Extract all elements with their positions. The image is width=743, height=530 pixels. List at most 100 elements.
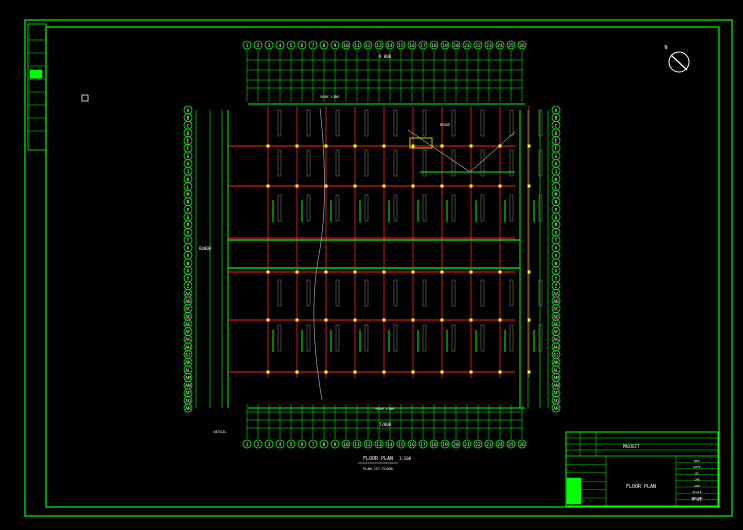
window-slot <box>422 324 427 352</box>
grid-bubble-right-label: Q <box>555 215 558 221</box>
grid-bubble-bottom-label: 12 <box>365 442 371 448</box>
grid-bubble-bottom <box>319 439 329 449</box>
grid-bubble-left-label: M <box>187 192 190 198</box>
grid-bubble-bottom-label: 17 <box>420 442 426 448</box>
grid-bubble-bottom-label: 2 <box>257 442 260 448</box>
column-marker <box>498 270 502 274</box>
column-marker <box>353 144 357 148</box>
grid-bubble-bottom-label: 1 <box>246 442 249 448</box>
grid-bubble-right-label: AP <box>553 391 559 397</box>
grid-bubble-top-label: 21 <box>464 43 470 49</box>
window-slot <box>393 279 398 307</box>
grid-bubble-bottom <box>297 439 307 449</box>
grid-bubble-top <box>396 40 406 50</box>
grid-bubble-bottom-label: 19 <box>442 442 448 448</box>
grid-bubble-left-label: E <box>187 139 190 145</box>
title-block-sheet-title: FLOOR PLAN <box>626 484 656 490</box>
column-marker <box>469 144 473 148</box>
window-slot <box>509 149 514 177</box>
grid-bubble-top <box>352 40 362 50</box>
window-slot <box>277 149 282 177</box>
grid-bubble-left-label: P <box>187 207 190 213</box>
grid-bubble-top <box>462 40 472 50</box>
grid-bubble-top-label: 1 <box>246 43 249 49</box>
grid-bubble-bottom <box>286 439 296 449</box>
window-slot <box>393 149 398 177</box>
grid-bubble-bottom <box>396 439 406 449</box>
window-slot <box>451 194 456 222</box>
grid-bubble-bottom <box>330 439 340 449</box>
column-marker <box>527 184 531 188</box>
grid-bubble-left-label: AG <box>185 337 191 343</box>
grid-bubble-right-label: W <box>555 261 558 267</box>
grid-bubble-left-label: X <box>187 268 190 274</box>
grid-bubble-right-label: AN <box>553 383 559 389</box>
top-note: ROOF LINE <box>321 95 340 99</box>
north-arrow-icon <box>668 51 690 73</box>
grid-bubble-top <box>484 40 494 50</box>
grid-bubble-bottom <box>484 439 494 449</box>
grid-bubble-left-label: F <box>187 146 190 152</box>
column-marker <box>498 318 502 322</box>
grid-bubble-left-label: U <box>187 246 190 252</box>
column-marker <box>324 370 328 374</box>
window-slot <box>306 109 311 137</box>
column-marker <box>469 370 473 374</box>
grid-bubble-right-label: S <box>555 230 558 236</box>
grid-bubble-left-label: T <box>187 238 190 244</box>
grid-bubble-right-label: M <box>555 192 558 198</box>
grid-bubble-left-label: AL <box>185 368 191 374</box>
column-marker <box>411 144 415 148</box>
window-slot <box>422 194 427 222</box>
window-slot <box>364 279 369 307</box>
grid-bubble-top <box>319 40 329 50</box>
grid-bubble-left-label: C <box>187 123 190 129</box>
grid-bubble-right-label: AA <box>553 291 559 297</box>
grid-bubble-top <box>495 40 505 50</box>
column-marker <box>382 184 386 188</box>
grid-bubble-left-label: B <box>187 116 190 122</box>
column-marker <box>295 370 299 374</box>
window-slot <box>306 324 311 352</box>
grid-bubble-top-label: 10 <box>343 43 349 49</box>
grid-bubble-bottom <box>462 439 472 449</box>
grid-bubble-bottom-label: 6 <box>301 442 304 448</box>
window-slot <box>277 109 282 137</box>
grid-bubble-bottom <box>308 439 318 449</box>
grid-bubble-left-label: N <box>187 200 190 206</box>
window-slot <box>480 149 485 177</box>
inner-border <box>45 26 720 508</box>
column-marker <box>469 318 473 322</box>
grid-bubble-top-label: 22 <box>475 43 481 49</box>
grid-bubble-right-label: T <box>555 238 558 244</box>
column-marker <box>266 144 270 148</box>
grid-bubble-left-label: R <box>187 223 190 229</box>
column-marker <box>353 370 357 374</box>
grid-bubble-right-label: AF <box>553 330 559 336</box>
grid-bubble-left-label: AF <box>185 330 191 336</box>
grid-bubble-top-label: 7 <box>312 43 315 49</box>
grid-bubble-bottom <box>275 439 285 449</box>
window-slot <box>509 194 514 222</box>
grid-bubble-top-label: 18 <box>431 43 437 49</box>
column-marker <box>295 318 299 322</box>
column-marker <box>324 184 328 188</box>
grid-bubble-right-label: A <box>555 108 558 114</box>
grid-bubble-bottom-label: 25 <box>508 442 514 448</box>
grid-bubble-left-label: Z <box>187 284 190 290</box>
column-marker <box>498 184 502 188</box>
grid-bubble-right-label: AL <box>553 368 559 374</box>
grid-bubble-top-label: 11 <box>354 43 360 49</box>
window-slot <box>538 324 543 352</box>
grid-bubble-right-label: H <box>555 161 558 167</box>
small-marker <box>81 94 89 102</box>
grid-bubble-left-label: V <box>187 253 190 259</box>
grid-bubble-bottom-label: 4 <box>279 442 282 448</box>
grid-bubble-right-label: B <box>555 116 558 122</box>
title-block-field: BY <box>695 471 699 475</box>
grid-bubble-top <box>275 40 285 50</box>
grid-bubble-top <box>286 40 296 50</box>
grid-bubble-top <box>429 40 439 50</box>
window-slot <box>277 324 282 352</box>
grid-bubble-bottom <box>407 439 417 449</box>
